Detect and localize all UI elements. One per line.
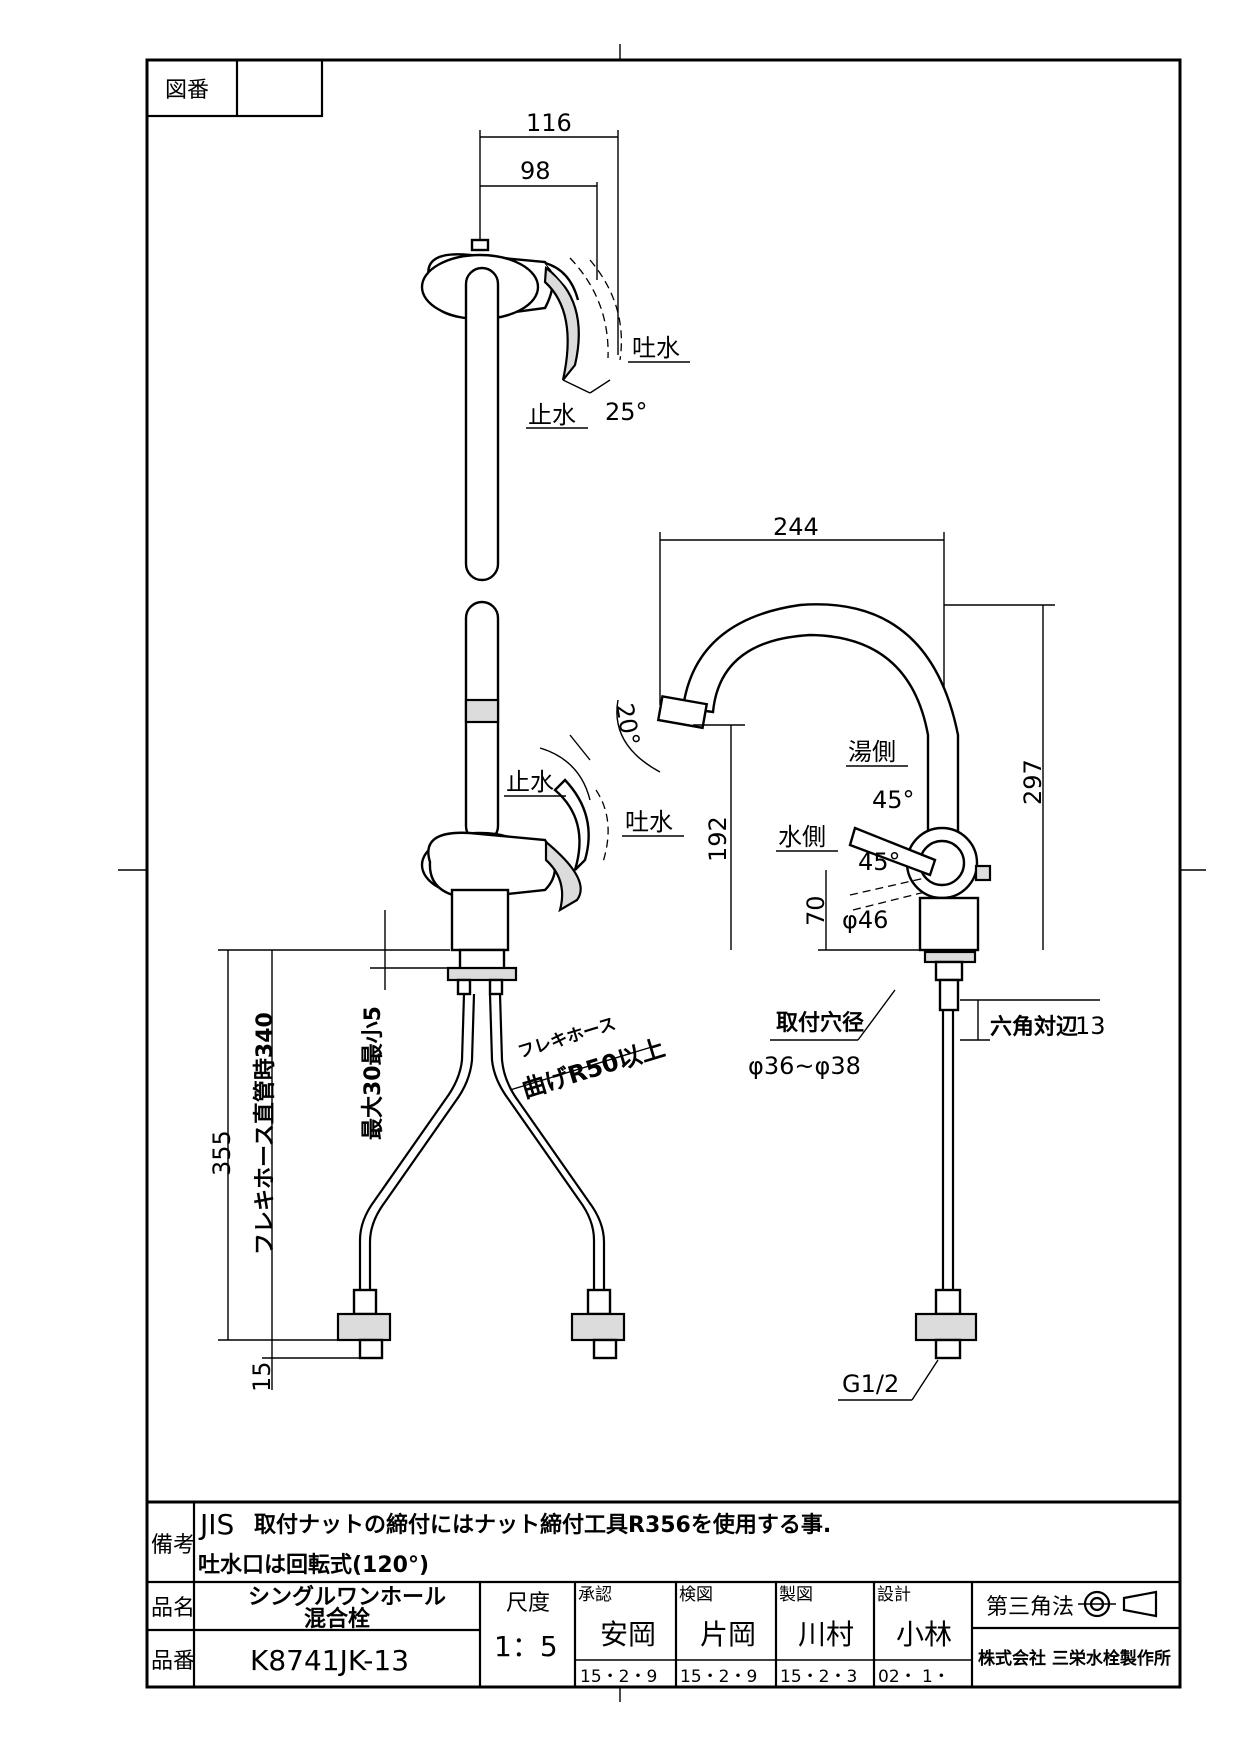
dim-max-counter: 最大30最小5 bbox=[361, 1006, 386, 1140]
dim-192: 192 bbox=[704, 816, 732, 862]
biko-label: 備考 bbox=[151, 1533, 195, 1558]
right-hose-fitting bbox=[570, 1288, 626, 1360]
hinmei-line1: シングルワンホール bbox=[248, 1584, 446, 1610]
dim-thread: G1/2 bbox=[842, 1370, 899, 1398]
dim-hose-straight: フレキホース直管時340 bbox=[252, 1012, 278, 1255]
title-block: 備考 JIS 取付ナットの締付にはナット締付工具R356を使用する事. 吐水口は… bbox=[145, 1500, 1182, 1689]
dim-body-diameter: φ46 bbox=[842, 906, 888, 934]
note1-text: 取付ナットの締付にはナット締付工具R356を使用する事. bbox=[254, 1512, 831, 1538]
label-hex: 六角対辺 bbox=[990, 1014, 1078, 1040]
label-mount-hole: 取付穴径 bbox=[776, 1010, 864, 1036]
note1-prefix: JIS bbox=[198, 1508, 234, 1541]
dim-top-98: 98 bbox=[520, 157, 551, 185]
hinban-label: 品番 bbox=[151, 1649, 195, 1674]
zuban-label: 図番 bbox=[165, 78, 209, 103]
dim-297: 297 bbox=[1019, 759, 1047, 805]
dim-355: 355 bbox=[208, 1130, 236, 1176]
label-top-water-stop: 止水 bbox=[528, 401, 576, 429]
design-date: 02・ 1・ bbox=[878, 1667, 950, 1687]
scale-label: 尺度 bbox=[506, 1591, 550, 1616]
top-view: 116 98 吐水 止水 25° bbox=[420, 109, 690, 582]
label-cold-side: 水側 bbox=[778, 823, 826, 851]
third-angle-projection-symbol bbox=[1078, 1590, 1158, 1618]
hinmei-line2: 混合栓 bbox=[304, 1606, 370, 1632]
design-name: 小林 bbox=[896, 1618, 952, 1651]
label-hot-side: 湯側 bbox=[848, 738, 896, 766]
dim-244: 244 bbox=[773, 513, 819, 541]
approve-label: 承認 bbox=[578, 1585, 612, 1605]
draw-date: 15・2・3 bbox=[780, 1667, 857, 1687]
left-hose-fitting bbox=[336, 1288, 392, 1360]
label-mid-water-stop: 止水 bbox=[506, 768, 554, 796]
dim-spout-angle: 20° bbox=[610, 701, 645, 748]
label-top-water-out: 吐水 bbox=[632, 334, 680, 362]
dim-top-angle: 25° bbox=[605, 398, 648, 426]
check-date: 15・2・9 bbox=[680, 1667, 757, 1687]
dim-top-116: 116 bbox=[526, 109, 572, 137]
projection-label: 第三角法 bbox=[986, 1595, 1074, 1620]
check-label: 検図 bbox=[679, 1585, 713, 1605]
label-mid-water-out: 吐水 bbox=[625, 808, 673, 836]
dim-hex-value: 13 bbox=[1075, 1012, 1106, 1040]
dim-cold-angle: 45° bbox=[858, 848, 901, 876]
approve-date: 15・2・9 bbox=[580, 1667, 657, 1687]
side-view: 244 297 192 20° 湯側 45° 水側 45° 70 φ bbox=[610, 513, 1106, 1401]
note2-text: 吐水口は回転式(120°) bbox=[198, 1552, 429, 1578]
dim-hot-angle: 45° bbox=[872, 786, 915, 814]
hinmei-label: 品名 bbox=[151, 1596, 195, 1621]
design-label: 設計 bbox=[877, 1585, 911, 1605]
draw-label: 製図 bbox=[779, 1585, 813, 1605]
scale-value: 1：5 bbox=[494, 1630, 558, 1663]
front-view: 止水 吐水 フレキホース 曲げR50以上 355 bbox=[208, 600, 684, 1392]
company-name: 株式会社 三栄水栓製作所 bbox=[978, 1648, 1171, 1669]
check-name: 片岡 bbox=[700, 1618, 756, 1651]
drawing-number-box: 図番 bbox=[145, 58, 324, 118]
dim-mount-hole: φ36~φ38 bbox=[748, 1052, 861, 1080]
draw-name: 川村 bbox=[798, 1618, 854, 1651]
dim-70: 70 bbox=[802, 895, 830, 926]
dim-15: 15 bbox=[248, 1361, 276, 1392]
approve-name: 安岡 bbox=[600, 1618, 656, 1651]
hinban-value: K8741JK-13 bbox=[250, 1644, 409, 1677]
